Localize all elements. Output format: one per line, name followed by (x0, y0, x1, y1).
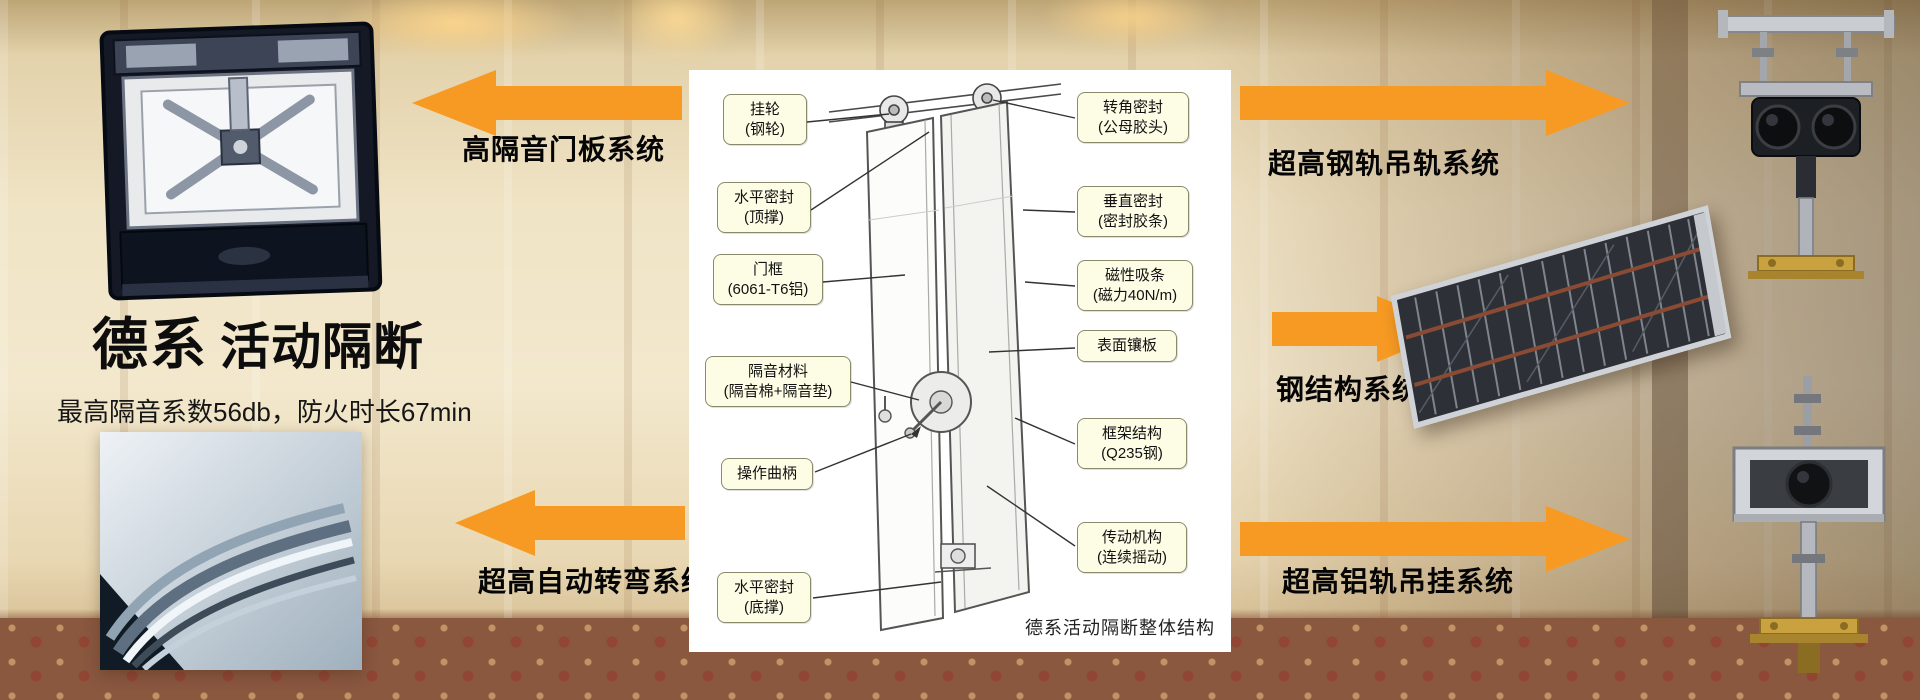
curved-track-photo (100, 432, 362, 672)
callout-transmission: 传动机构(连续摇动) (1077, 522, 1187, 573)
page-title-secondary: 活动隔断 (220, 319, 424, 375)
callout-operating-crank: 操作曲柄 (721, 458, 813, 490)
callout-hanger-wheel: 挂轮(钢轮) (723, 94, 807, 145)
door-top-mechanism-image (99, 21, 383, 301)
callout-surface-panel: 表面镶板 (1077, 330, 1177, 362)
callout-door-frame: 门框(6061-T6铝) (713, 254, 823, 305)
door-top-mechanism-photo (95, 17, 387, 311)
label-auto-turn-system: 超高自动转弯系统 (478, 566, 711, 597)
steel-structure-frame-image (1388, 203, 1734, 431)
arrow-to-steel-rail-system (1240, 70, 1630, 141)
callout-horizontal-seal-bottom: 水平密封(底撑) (717, 572, 811, 623)
label-alu-rail-system: 超高铝轨吊挂系统 (1282, 566, 1515, 597)
aluminium-rail-hanger-image (1732, 376, 1886, 673)
label-steel-rail-system: 超高钢轨吊轨系统 (1268, 148, 1501, 179)
aluminium-rail-hanger-photo (1706, 376, 1912, 682)
page-title-primary: 德系 (92, 313, 208, 376)
callout-magnetic-strip: 磁性吸条(磁力40N/m) (1077, 260, 1193, 311)
label-steel-structure-system: 钢结构系统 (1276, 374, 1422, 405)
page-title: 德系活动隔断 (92, 300, 424, 381)
structure-diagram-panel: 挂轮(钢轮) 水平密封(顶撑) 门框(6061-T6铝) 隔音材料(隔音棉+隔音… (689, 70, 1231, 652)
callout-horizontal-seal-top: 水平密封(顶撑) (717, 182, 811, 233)
arrow-to-auto-turn-system (455, 490, 685, 561)
steel-rail-hanger-image (1717, 10, 1895, 279)
arrow-to-door-panel-system (412, 70, 682, 141)
steel-rail-hanger-photo (1700, 8, 1912, 290)
callout-soundproof-material: 隔音材料(隔音棉+隔音垫) (705, 356, 851, 407)
door-assembly-drawing (806, 83, 1076, 632)
label-door-panel-system: 高隔音门板系统 (462, 134, 666, 165)
arrow-to-alu-rail-system (1240, 506, 1630, 577)
curved-track-image (100, 432, 362, 672)
callout-frame-structure: 框架结构(Q235钢) (1077, 418, 1187, 469)
callout-corner-seal: 转角密封(公母胶头) (1077, 92, 1189, 143)
callout-vertical-seal: 垂直密封(密封胶条) (1077, 186, 1189, 237)
steel-structure-frame-photo (1388, 203, 1734, 431)
diagram-caption: 德系活动隔断整体结构 (1025, 618, 1215, 638)
page-subtitle: 最高隔音系数56db，防火时长67min (57, 397, 472, 427)
